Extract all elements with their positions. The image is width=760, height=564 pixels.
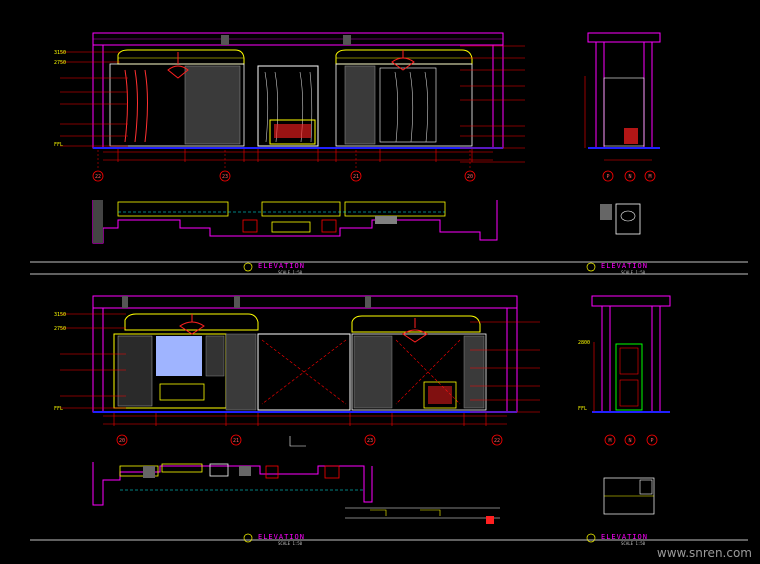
- grid-label: 23: [222, 174, 228, 180]
- grid-bubble: [230, 434, 242, 446]
- grid-label: N: [628, 174, 631, 180]
- level-tag: 3150: [54, 50, 66, 56]
- grid-bubble: [646, 434, 658, 446]
- top-main-elevation: [60, 32, 525, 170]
- grid-label: 20: [467, 174, 473, 180]
- top-side-elevation: [584, 32, 661, 235]
- level-tag: 2750: [54, 326, 66, 332]
- level-tag: FFL: [54, 406, 63, 412]
- grid-label: M: [648, 174, 651, 180]
- grid-label: 22: [95, 174, 101, 180]
- level-tag: 2800: [578, 340, 590, 346]
- grid-label: 20: [119, 438, 125, 444]
- grid-label: 22: [494, 438, 500, 444]
- grid-bubble: [464, 170, 476, 182]
- grid-label: P: [606, 174, 609, 180]
- view-title: ELEVATION: [258, 533, 305, 541]
- grid-bubble: [116, 434, 128, 446]
- grid-bubble: [364, 434, 376, 446]
- watermark: www.snren.com: [656, 546, 752, 560]
- bottom-plan-section: [92, 462, 500, 524]
- grid-label: M: [608, 438, 611, 444]
- grid-bubble: [92, 170, 104, 182]
- grid-label: N: [628, 438, 631, 444]
- grid-bubble: [602, 170, 614, 182]
- bottom-side-elevation: [591, 295, 671, 515]
- grid-bubble: [491, 434, 503, 446]
- grid-bubble: [604, 434, 616, 446]
- view-scale: SCALE 1:50: [278, 541, 303, 546]
- view-title: ELEVATION: [258, 262, 305, 270]
- view-scale: SCALE 1:50: [621, 270, 646, 275]
- view-scale: SCALE 1:50: [621, 541, 646, 546]
- level-tag: FFL: [54, 142, 63, 148]
- grid-bubble: [624, 170, 636, 182]
- grid-bubble: [219, 170, 231, 182]
- grid-label: P: [650, 438, 653, 444]
- level-tag: 2750: [54, 60, 66, 66]
- grid-label: 23: [367, 438, 373, 444]
- level-tag: 3150: [54, 312, 66, 318]
- view-title: ELEVATION: [601, 262, 648, 270]
- grid-label: 21: [233, 438, 239, 444]
- view-title: ELEVATION: [601, 533, 648, 541]
- bottom-main-elevation: [60, 295, 540, 447]
- level-tag: FFL: [578, 406, 587, 412]
- grid-bubble: [350, 170, 362, 182]
- top-plan-section: [92, 200, 498, 244]
- grid-bubble: [644, 170, 656, 182]
- grid-label: 21: [353, 174, 359, 180]
- view-scale: SCALE 1:50: [278, 270, 303, 275]
- grid-bubble: [624, 434, 636, 446]
